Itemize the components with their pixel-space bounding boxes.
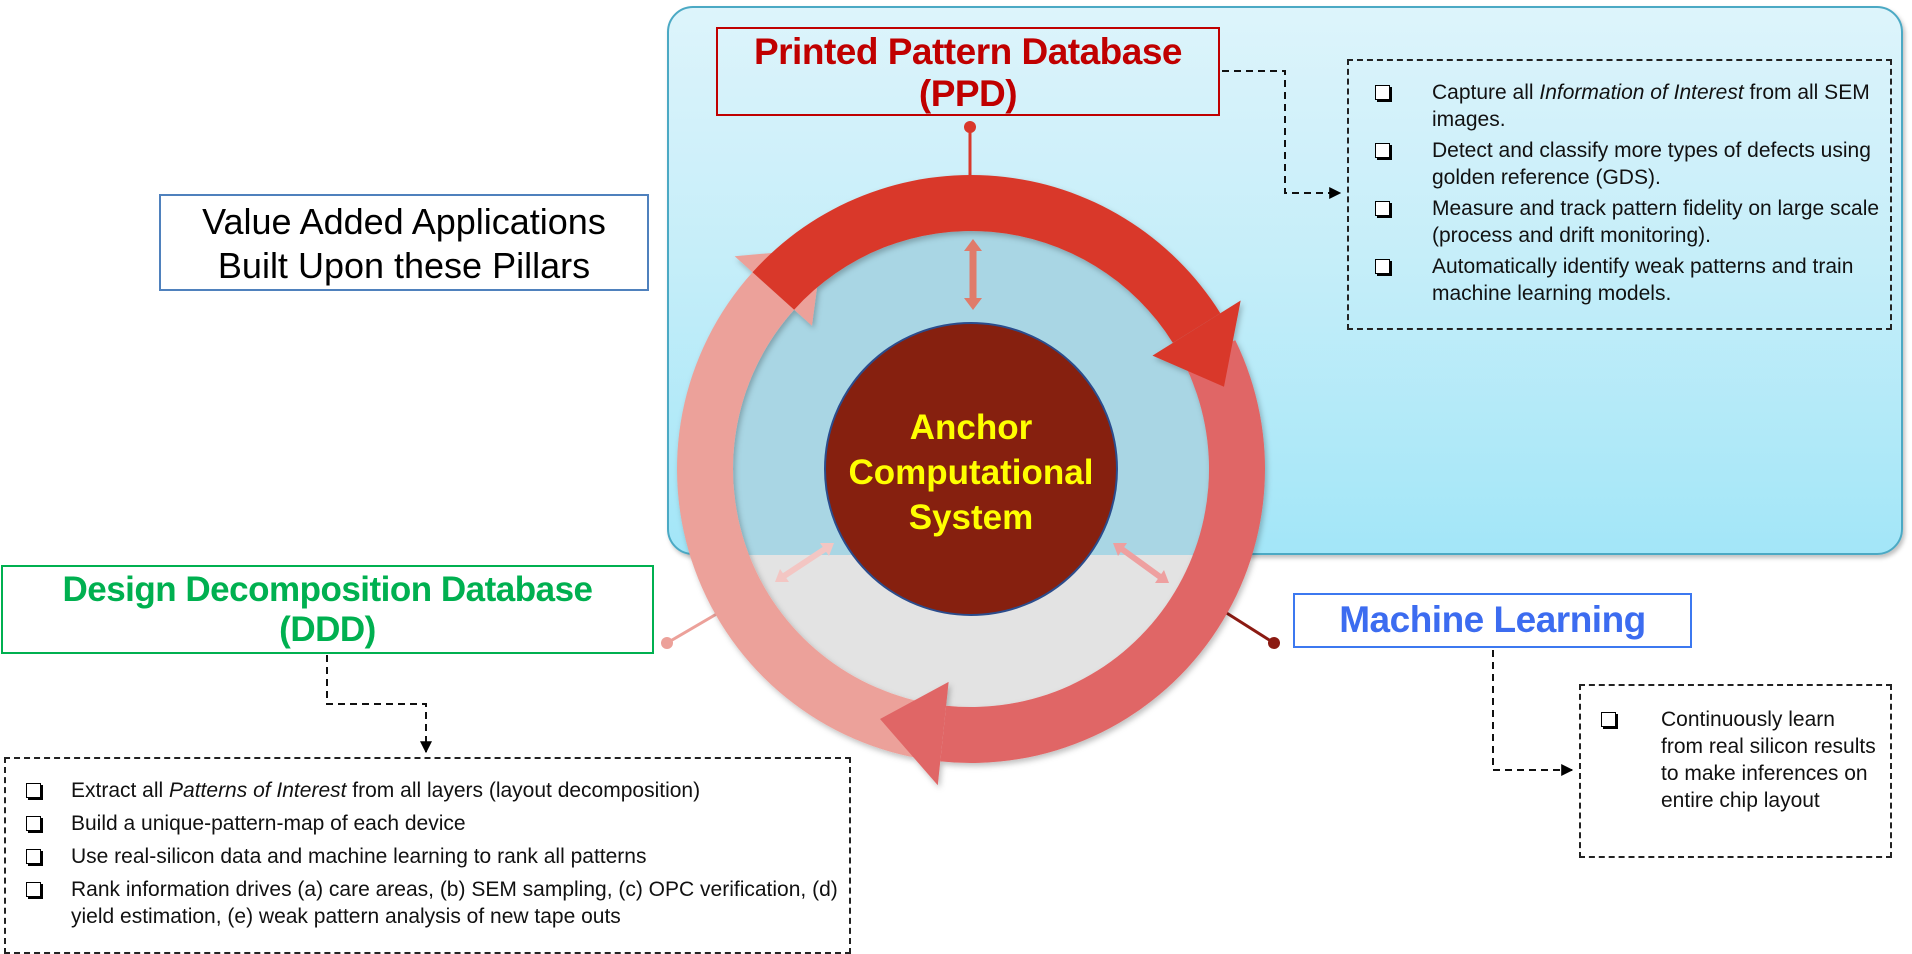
ppd-title-box: Printed Pattern Database (PPD) — [716, 27, 1220, 116]
checkbox-bullet-icon — [1375, 201, 1390, 216]
ddd-connector-dot — [661, 637, 673, 649]
anchor-core-label: Anchor Computational System — [826, 405, 1116, 540]
bullet-text: Continuously learn from real silicon res… — [1661, 708, 1876, 812]
ml-bullet-list: Continuously learn from real silicon res… — [1579, 684, 1892, 858]
ddd-connector — [666, 610, 721, 645]
bullet-text: Capture all Information of Interest from… — [1432, 81, 1870, 131]
bullet-item: Use real-silicon data and machine learni… — [26, 843, 839, 870]
core-label-line: System — [908, 498, 1034, 537]
bullet-text: Use real-silicon data and machine learni… — [71, 845, 647, 868]
core-label-line: Anchor — [909, 408, 1033, 447]
ml-title: Machine Learning — [1339, 599, 1646, 640]
bullet-text: Measure and track pattern fidelity on la… — [1432, 197, 1880, 247]
ppd-title: Printed Pattern Database — [753, 31, 1183, 72]
ml-to-bullets-connector — [1492, 650, 1574, 776]
left-double-arrow — [775, 543, 834, 582]
ppd-to-bullets-connector — [1222, 70, 1342, 199]
checkbox-bullet-icon — [1375, 143, 1390, 158]
ppd-connector-dot — [964, 121, 976, 133]
checkbox-bullet-icon — [26, 849, 41, 864]
value-added-box: Value Added Applications Built Upon thes… — [159, 194, 649, 291]
ddd-title: Design Decomposition Database — [62, 570, 593, 609]
ppd-bullet-list: Capture all Information of Interest from… — [1347, 59, 1892, 330]
bullet-item: Automatically identify weak patterns and… — [1375, 253, 1880, 307]
ddd-acronym: (DDD) — [279, 610, 376, 649]
value-added-line2: Built Upon these Pillars — [217, 245, 591, 286]
ddd-to-bullets-connector — [326, 655, 432, 754]
bullet-text: Build a unique-pattern-map of each devic… — [71, 812, 466, 835]
checkbox-bullet-icon — [1375, 85, 1390, 100]
value-added-line1: Value Added Applications — [202, 201, 606, 242]
bullet-item: Continuously learn from real silicon res… — [1601, 706, 1880, 814]
bullet-item: Capture all Information of Interest from… — [1375, 79, 1880, 133]
ml-title-box: Machine Learning — [1293, 593, 1692, 648]
bullet-text: Extract all Patterns of Interest from al… — [71, 779, 701, 802]
ring-arc-top-arrowhead — [1152, 300, 1241, 387]
bullet-text: Detect and classify more types of defect… — [1432, 139, 1871, 189]
ml-connector — [1224, 610, 1275, 645]
ring-arc-right-arrowhead — [880, 681, 949, 786]
ring-arc-top — [752, 175, 1221, 343]
checkbox-bullet-icon — [26, 783, 41, 798]
bullet-text: Rank information drives (a) care areas, … — [71, 878, 838, 928]
core-label-line: Computational — [848, 453, 1094, 492]
ring-arc-right — [940, 340, 1265, 764]
checkbox-bullet-icon — [26, 816, 41, 831]
bullet-item: Rank information drives (a) care areas, … — [26, 876, 839, 930]
ddd-bullet-list: Extract all Patterns of Interest from al… — [4, 757, 851, 954]
ppd-acronym: (PPD) — [918, 73, 1018, 114]
ddd-title-box: Design Decomposition Database (DDD) — [1, 565, 654, 654]
bullet-item: Extract all Patterns of Interest from al… — [26, 777, 839, 804]
anchor-core-circle — [824, 322, 1118, 616]
bullet-text: Automatically identify weak patterns and… — [1432, 255, 1854, 305]
top-double-arrow — [964, 239, 982, 310]
bullet-item: Detect and classify more types of defect… — [1375, 137, 1880, 191]
bullet-item: Measure and track pattern fidelity on la… — [1375, 195, 1880, 249]
checkbox-bullet-icon — [26, 882, 41, 897]
ml-connector-dot — [1268, 637, 1280, 649]
checkbox-bullet-icon — [1375, 259, 1390, 274]
checkbox-bullet-icon — [1601, 712, 1616, 727]
right-double-arrow — [1113, 543, 1169, 583]
ring-arc-left — [677, 272, 938, 761]
bullet-item: Build a unique-pattern-map of each devic… — [26, 810, 839, 837]
